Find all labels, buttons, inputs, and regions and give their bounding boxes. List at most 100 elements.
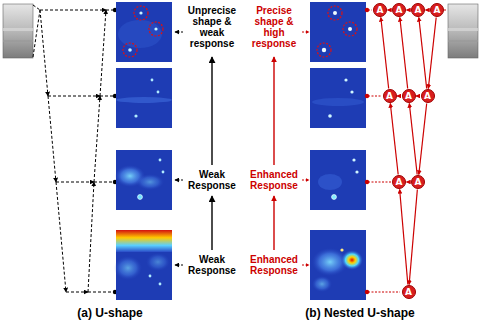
- u-shape-network: [33, 10, 40, 57]
- feature-map: [128, 48, 132, 52]
- u-shape-network: [40, 10, 48, 96]
- target-circle: [123, 43, 137, 57]
- feature-map: [312, 276, 332, 292]
- output-line: [368, 96, 381, 97]
- output-dot: [365, 290, 369, 294]
- node-letter: A: [415, 6, 422, 15]
- feature-map: [116, 97, 172, 103]
- flow-arrow: [390, 103, 398, 174]
- feature-map: [348, 27, 352, 31]
- annotation-arrow: [302, 265, 309, 266]
- feature-map: [310, 150, 366, 210]
- node-letter: A: [396, 6, 403, 15]
- output-dot: [365, 94, 369, 98]
- feature-map: [350, 90, 353, 93]
- output-line: [368, 292, 400, 293]
- node-letter: A: [415, 178, 422, 187]
- feature-map: [340, 248, 343, 251]
- output-dot: [365, 180, 369, 184]
- feature-map: [333, 11, 337, 15]
- flow-arrow: [400, 17, 408, 88]
- attention-node: A: [430, 3, 444, 17]
- feature-map: [116, 68, 172, 128]
- target-circle: [317, 43, 331, 57]
- input-image: [3, 4, 478, 58]
- output-line: [444, 10, 447, 11]
- flow-arrow: [409, 103, 417, 174]
- attention-node: A: [383, 89, 397, 103]
- feature-map: [159, 159, 162, 162]
- target-circle: [343, 22, 357, 36]
- attention-node: A: [392, 175, 406, 189]
- annotation-text: Weak Response: [184, 169, 240, 191]
- input-image: [448, 40, 478, 42]
- flow-arrow: [419, 103, 427, 174]
- u-shape-network: [100, 96, 114, 97]
- feature-map: [159, 283, 162, 286]
- u-shape-network: [48, 96, 100, 97]
- annotation-text: Precise shape & high response: [246, 5, 302, 49]
- output-dot: [365, 8, 369, 12]
- u-shape-network: [66, 292, 88, 293]
- feature-map: [341, 250, 363, 270]
- input-image: [448, 4, 478, 58]
- annotation-arrow: [211, 196, 212, 250]
- node-letter: A: [405, 92, 412, 101]
- output-dot: [365, 8, 369, 294]
- feature-map: [138, 195, 143, 200]
- u-shape-network: [94, 96, 100, 182]
- feature-map: [162, 171, 165, 174]
- target-circle: [123, 6, 357, 57]
- input-image: [3, 40, 33, 42]
- flow-arrow: [409, 189, 417, 284]
- output-line: [368, 182, 391, 183]
- feature-map: [355, 170, 358, 173]
- feature-map: [157, 91, 160, 94]
- annotation-arrow: [274, 32, 309, 265]
- feature-map: [332, 195, 337, 200]
- flow-arrow: [428, 17, 436, 88]
- annotation-arrow: [211, 57, 212, 165]
- subfigure-caption: (b) Nested U-shape: [265, 307, 455, 320]
- annotation-text: Unprecise shape & weak response: [184, 5, 240, 49]
- u-shape-network: [100, 10, 106, 96]
- annotation-text: Enhanced Response: [246, 254, 302, 276]
- annotation-arrow: [273, 196, 274, 250]
- flow-arrow: [397, 95, 401, 96]
- annotation-arrow: [175, 32, 183, 33]
- u-shape-network: [56, 182, 66, 292]
- feature-map: [310, 230, 366, 300]
- node-letter: A: [434, 6, 441, 15]
- u-shape-network: [56, 182, 94, 183]
- feature-map: [146, 253, 170, 271]
- annotation-arrow: [302, 32, 309, 33]
- attention-node: A: [392, 3, 406, 17]
- feature-map: [116, 2, 172, 62]
- attention-node: A: [402, 89, 416, 103]
- flow-arrow: [388, 9, 392, 10]
- attention-node: A: [402, 285, 416, 299]
- attention-node: A: [411, 3, 425, 17]
- subfigure-caption: (a) U-shape: [25, 307, 195, 320]
- input-image: [3, 28, 33, 31]
- attention-node: A: [421, 89, 435, 103]
- u-shape-network: [33, 5, 40, 10]
- target-circle: [134, 6, 148, 20]
- annotation-arrow: [302, 180, 309, 181]
- flow-arrow: [407, 9, 411, 10]
- feature-map: [310, 68, 366, 128]
- u-shape-network: [33, 5, 114, 292]
- feature-map: [310, 2, 366, 62]
- annotation-arrow: [175, 32, 212, 265]
- input-image: [448, 28, 478, 31]
- feature-map: [116, 150, 172, 210]
- feature-map: [136, 174, 164, 190]
- feature-map: [114, 256, 142, 280]
- node-letter: A: [424, 92, 431, 101]
- attention-node: A: [411, 175, 425, 189]
- feature-map: [139, 11, 142, 14]
- annotation-arrow: [175, 265, 183, 266]
- feature-map: [149, 275, 152, 278]
